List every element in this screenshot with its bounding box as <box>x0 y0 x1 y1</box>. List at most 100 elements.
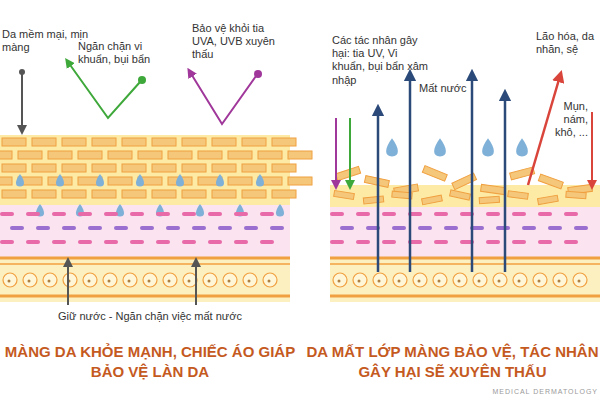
skin-cell <box>473 273 487 287</box>
dermis-fiber <box>182 212 196 216</box>
skin-cell <box>83 273 97 287</box>
cell-nucleus <box>228 280 231 283</box>
dermis-fiber <box>130 212 144 216</box>
dermis-fiber <box>260 212 274 216</box>
water-drop <box>516 138 528 156</box>
dermis-fiber <box>392 226 406 230</box>
skin-brick <box>272 164 296 172</box>
skin-brick <box>78 151 102 159</box>
dermis-fiber <box>52 240 66 244</box>
water-drop <box>96 174 104 187</box>
skin-brick <box>272 138 296 146</box>
cell-nucleus <box>478 280 481 283</box>
dermis-fiber <box>114 226 128 230</box>
callout-label: Các tác nhân gây hại: tia UV, Vi khuẩn, … <box>332 34 428 87</box>
layer-line <box>0 263 290 265</box>
skin-brick <box>32 138 56 146</box>
skin-brick <box>18 151 42 159</box>
skin-brick <box>182 164 206 172</box>
skin-brick <box>2 164 26 172</box>
cell-nucleus <box>538 280 541 283</box>
water-drop <box>216 174 224 187</box>
dermis-fiber <box>434 240 448 244</box>
skin-cell <box>263 273 277 287</box>
skin-brick <box>258 151 282 159</box>
skin-cell <box>553 273 567 287</box>
dermis-fiber <box>208 212 222 216</box>
broken-brick <box>537 195 558 204</box>
layer-line <box>0 257 290 260</box>
dermis-fiber <box>192 226 206 230</box>
cell-nucleus <box>518 280 521 283</box>
dermis-fiber <box>538 240 552 244</box>
broken-brick <box>334 190 355 199</box>
skin-brick <box>48 151 72 159</box>
dermis-fiber <box>564 240 578 244</box>
dermis-fiber <box>218 226 232 230</box>
dermis-fiber <box>538 212 552 216</box>
skin-brick <box>182 138 206 146</box>
skin-brick <box>272 190 296 198</box>
skin-brick <box>32 164 56 172</box>
skin-brick <box>92 138 116 146</box>
skin-cell <box>333 273 347 287</box>
dermis-fiber <box>208 240 222 244</box>
skin-brick <box>108 151 132 159</box>
skin-brick <box>0 177 12 185</box>
skin-cell <box>43 273 57 287</box>
skin-cell <box>63 273 77 287</box>
dermis-fiber <box>486 240 500 244</box>
skin-brick <box>242 138 266 146</box>
cell-nucleus <box>108 280 111 283</box>
water-drop <box>276 204 284 217</box>
skin-cell <box>413 273 427 287</box>
water-drop <box>434 138 446 156</box>
water-drop <box>386 138 398 156</box>
cell-nucleus <box>268 280 271 283</box>
layer-line <box>0 295 290 298</box>
skin-cell <box>123 273 137 287</box>
dermis-fiber <box>0 240 14 244</box>
skin-cell <box>203 273 217 287</box>
broken-brick <box>481 184 506 194</box>
skin-brick <box>0 151 12 159</box>
dermis-fiber <box>548 226 562 230</box>
skin-brick <box>228 151 252 159</box>
skin-cell <box>373 273 387 287</box>
callout-label: Ngăn chặn vi khuẩn, bụi bẩn <box>78 40 178 66</box>
dermis-fiber <box>330 240 344 244</box>
broken-brick <box>566 191 586 198</box>
panel-caption: MÀNG DA KHỎE MẠNH, CHIẾC ÁO GIÁP BẢO VỆ … <box>0 342 300 381</box>
skin-cell <box>223 273 237 287</box>
dermis-fiber <box>140 226 154 230</box>
cell-nucleus <box>578 280 581 283</box>
water-drop <box>256 174 264 187</box>
layer-line <box>330 257 600 260</box>
dermis-fiber <box>26 240 40 244</box>
skin-brick <box>122 190 146 198</box>
cell-nucleus <box>358 280 361 283</box>
cell-nucleus <box>8 280 11 283</box>
cell-nucleus <box>418 280 421 283</box>
callout-label: Mất nước <box>419 82 469 95</box>
dermis-fiber <box>330 212 344 216</box>
dermis-fiber <box>574 226 588 230</box>
dermis-fiber <box>88 226 102 230</box>
cell-nucleus <box>248 280 251 283</box>
dermis-fiber <box>486 212 500 216</box>
callout-label: Giữ nước - Ngăn chặn việc mất nước <box>20 310 280 323</box>
dermis-fiber <box>260 240 274 244</box>
water-drop <box>56 174 64 187</box>
skin-cell <box>243 273 257 287</box>
water-drop <box>482 138 494 156</box>
skin-brick <box>122 164 146 172</box>
skin-cell <box>23 273 37 287</box>
dermis-fiber <box>10 226 24 230</box>
callout-label: Lão hóa, da nhăn, sệ <box>536 30 598 56</box>
dermis-fiber <box>382 212 396 216</box>
skin-cell <box>103 273 117 287</box>
skin-cell <box>183 273 197 287</box>
skin-brick <box>138 151 162 159</box>
layer-line <box>330 263 600 265</box>
dermis-fiber <box>156 240 170 244</box>
